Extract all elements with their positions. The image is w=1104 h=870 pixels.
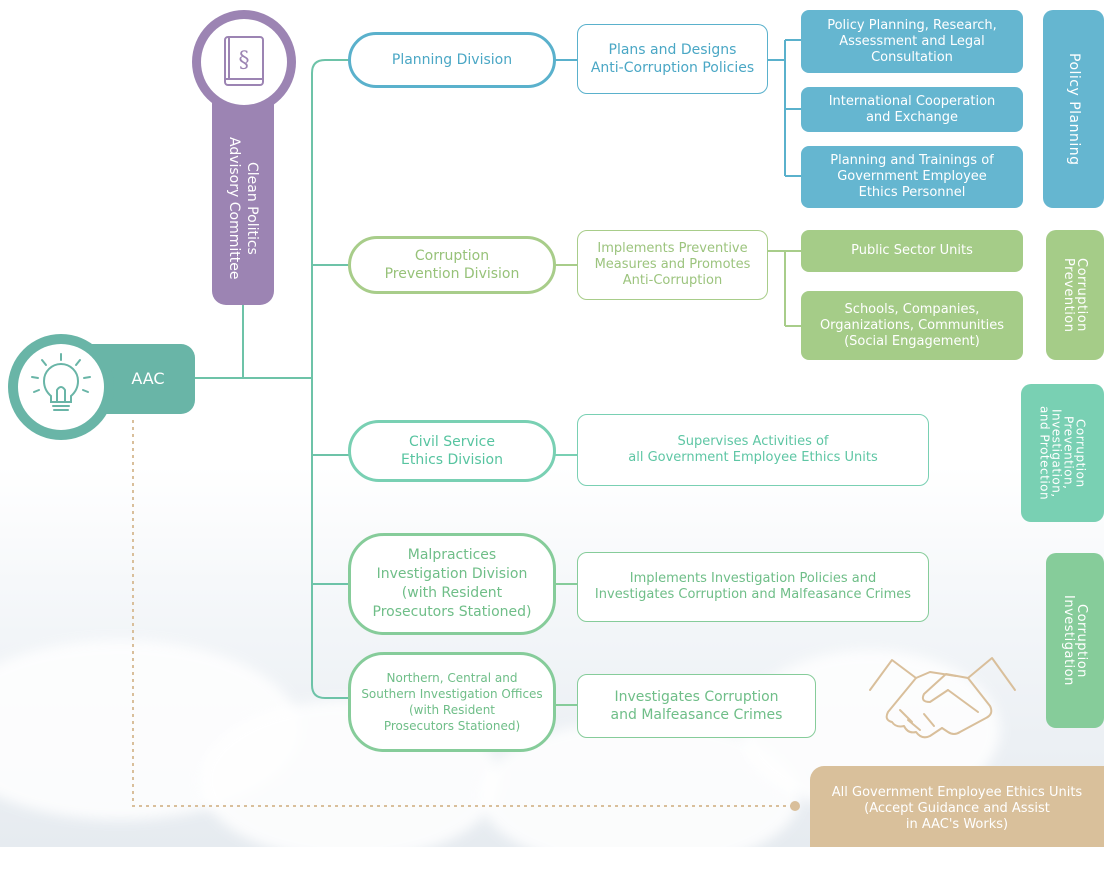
svg-text:§: § [239,48,250,73]
description-malpractices-investigation: Implements Investigation Policies and In… [577,552,929,622]
lightbulb-icon [18,344,104,430]
unit-international-cooperation: International Cooperation and Exchange [801,87,1023,132]
ethics-units-box: All Government Employee Ethics Units (Ac… [810,766,1104,847]
division-corruption-prevention: Corruption Prevention Division [348,236,556,294]
division-malpractices-investigation: Malpractices Investigation Division (wit… [348,533,556,635]
description-civil-service-ethics: Supervises Activities of all Government … [577,414,929,486]
description-corruption-prevention: Implements Preventive Measures and Promo… [577,230,768,300]
handshake-icon [860,650,1025,750]
description-regional-investigation: Investigates Corruption and Malfeasance … [577,674,816,738]
side-label-corruption-prevention: Corruption Prevention [1046,230,1104,360]
side-label-corruption-investigation: Corruption Investigation [1046,553,1104,728]
division-civil-service-ethics: Civil Service Ethics Division [348,420,556,482]
law-book-icon: § [201,19,287,105]
unit-policy-planning-research: Policy Planning, Research, Assessment an… [801,10,1023,73]
side-label-prevention-investigation-protection: Corruption Prevention, Investigation, an… [1021,384,1104,522]
division-regional-investigation-offices: Northern, Central and Southern Investiga… [348,652,556,752]
unit-social-engagement: Schools, Companies, Organizations, Commu… [801,291,1023,360]
connector-lines [132,39,802,811]
division-planning: Planning Division [348,32,556,88]
root-label: AAC [131,369,165,388]
side-label-policy-planning: Policy Planning [1043,10,1104,208]
unit-ethics-personnel-training: Planning and Trainings of Government Emp… [801,146,1023,208]
committee-label: Clean Politics Advisory Committee [226,136,260,280]
unit-public-sector: Public Sector Units [801,230,1023,272]
description-planning: Plans and Designs Anti-Corruption Polici… [577,24,768,94]
